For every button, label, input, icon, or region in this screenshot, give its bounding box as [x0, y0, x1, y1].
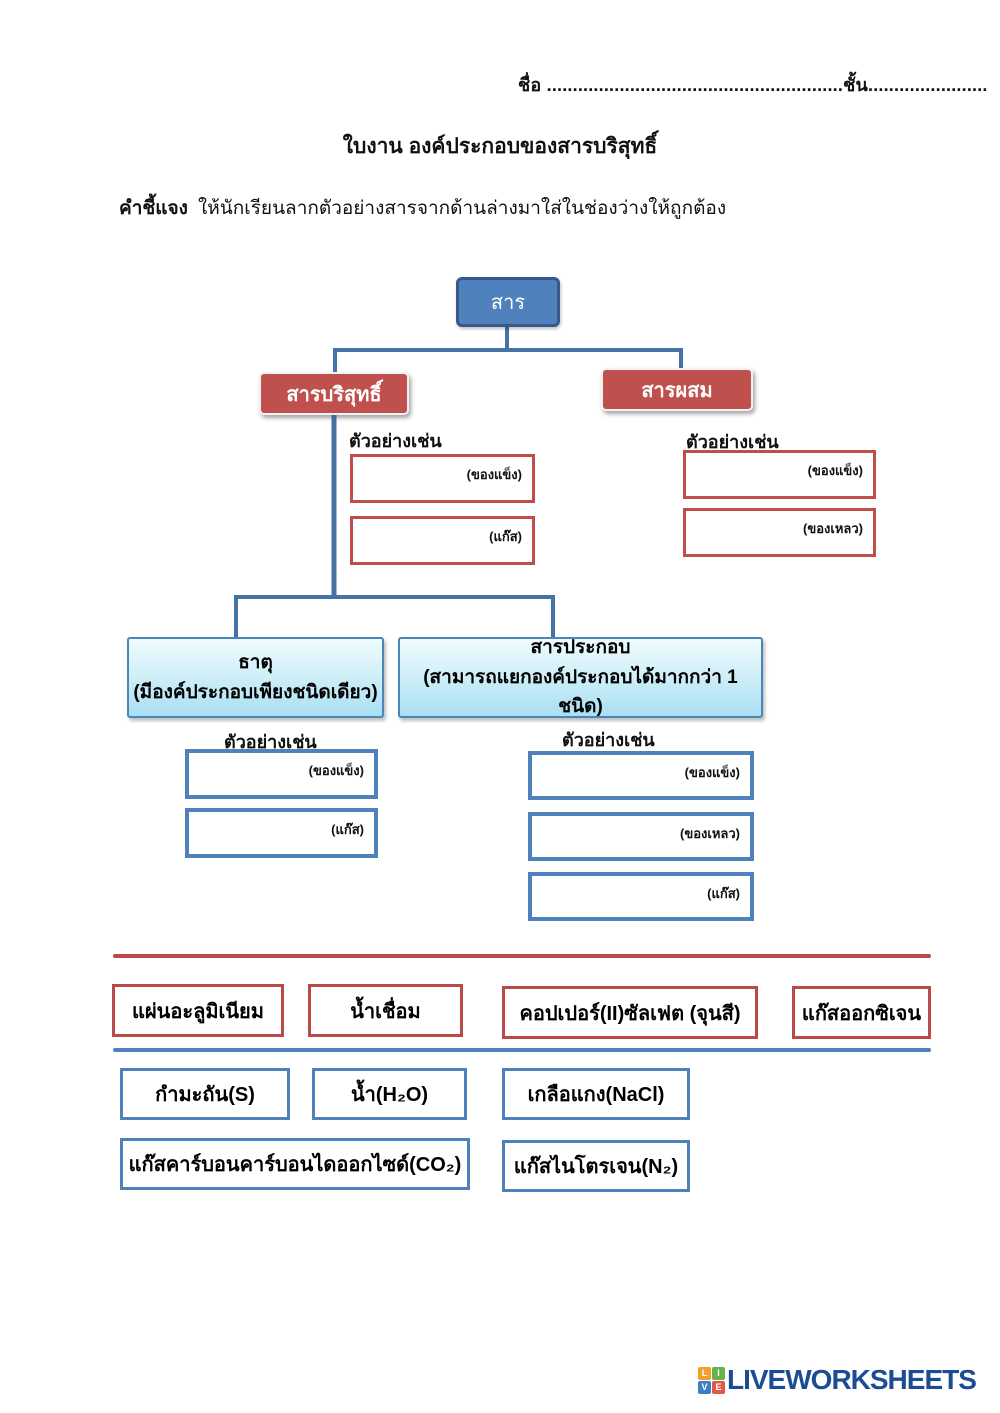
liveworksheets-brand: L I V E LIVEWORKSHEETS — [698, 1364, 977, 1395]
drag-item-copper-sulfate[interactable]: คอปเปอร์(II)ซัลเฟต (จุนสี) — [502, 986, 758, 1039]
dropzone-state-label: (ของแข็ง) — [308, 763, 364, 778]
drag-item-water[interactable]: น้ำ(H₂O) — [312, 1068, 467, 1120]
instructions: คำชี้แจง ให้นักเรียนลากตัวอย่างสารจากด้าน… — [119, 193, 939, 223]
node-element-title: ธาตุ — [238, 652, 273, 674]
node-element-subtitle: (มีองค์ประกอบเพียงชนิดเดียว) — [133, 681, 378, 703]
logo-tile-v: V — [698, 1380, 711, 1394]
name-class-line: ชื่อ ...................................… — [518, 75, 988, 95]
node-compound: สารประกอบ (สามารถแยกองค์ประกอบได้มากกว่า… — [398, 637, 763, 718]
node-compound-subtitle: (สามารถแยกองค์ประกอบได้มากกว่า 1 ชนิด) — [423, 666, 738, 718]
dropzone-state-label: (ของแข็ง) — [807, 463, 863, 478]
logo-tile-e: E — [712, 1380, 725, 1394]
red-divider-line — [113, 954, 931, 958]
element-example-label: ตัวอย่างเช่น — [224, 732, 317, 752]
drag-item-syrup[interactable]: น้ำเชื่อม — [308, 984, 463, 1037]
dropzone-state-label: (แก๊ส) — [489, 529, 522, 544]
node-element: ธาตุ (มีองค์ประกอบเพียงชนิดเดียว) — [127, 637, 384, 718]
dropzone-state-label: (แก๊ส) — [331, 822, 364, 837]
brand-text: LIVEWORKSHEETS — [727, 1364, 977, 1395]
mixture-example-label: ตัวอย่างเช่น — [686, 432, 779, 452]
drag-item-sulfur[interactable]: กำมะถัน(S) — [120, 1068, 290, 1120]
dropzone-pure-solid[interactable]: (ของแข็ง) — [350, 454, 535, 503]
node-substance: สาร — [456, 277, 560, 327]
dropzone-pure-gas[interactable]: (แก๊ส) — [350, 516, 535, 565]
logo-tile-i: I — [712, 1366, 725, 1380]
dropzone-mixture-liquid[interactable]: (ของเหลว) — [683, 508, 876, 557]
drag-item-salt[interactable]: เกลือแกง(NaCl) — [502, 1068, 690, 1120]
dropzone-compound-liquid[interactable]: (ของเหลว) — [528, 812, 754, 861]
instructions-text: ให้นักเรียนลากตัวอย่างสารจากด้านล่างมาใส… — [197, 198, 727, 219]
dropzone-element-solid[interactable]: (ของแข็ง) — [185, 749, 378, 799]
node-mixture: สารผสม — [601, 368, 753, 411]
dropzone-state-label: (ของแข็ง) — [466, 467, 522, 482]
dropzone-compound-solid[interactable]: (ของแข็ง) — [528, 751, 754, 800]
dropzone-state-label: (ของเหลว) — [680, 826, 740, 841]
dropzone-state-label: (ของเหลว) — [803, 521, 863, 536]
pure-example-label: ตัวอย่างเช่น — [349, 431, 442, 451]
drag-item-oxygen-gas[interactable]: แก๊สออกซิเจน — [792, 986, 931, 1039]
dropzone-element-gas[interactable]: (แก๊ส) — [185, 808, 378, 858]
blue-divider-line — [113, 1048, 931, 1052]
page-title: ใบงาน องค์ประกอบของสารบริสุทธิ์ — [342, 135, 658, 158]
node-compound-title: สารประกอบ — [530, 637, 631, 659]
node-pure-substance: สารบริสุทธิ์ — [259, 372, 409, 415]
dropzone-mixture-solid[interactable]: (ของแข็ง) — [683, 450, 876, 499]
liveworksheets-logo-icon: L I V E — [698, 1366, 725, 1394]
dropzone-compound-gas[interactable]: (แก๊ส) — [528, 872, 754, 921]
logo-tile-l: L — [698, 1366, 711, 1380]
drag-item-carbon-dioxide-gas[interactable]: แก๊สคาร์บอนคาร์บอนไดออกไซด์(CO₂) — [120, 1138, 470, 1190]
dropzone-state-label: (แก๊ส) — [707, 886, 740, 901]
drag-item-nitrogen-gas[interactable]: แก๊สไนโตรเจน(N₂) — [502, 1140, 690, 1192]
compound-example-label: ตัวอย่างเช่น — [562, 730, 655, 750]
instructions-label: คำชี้แจง — [119, 198, 188, 219]
drag-item-aluminium[interactable]: แผ่นอะลูมิเนียม — [112, 984, 284, 1037]
dropzone-state-label: (ของแข็ง) — [684, 765, 740, 780]
